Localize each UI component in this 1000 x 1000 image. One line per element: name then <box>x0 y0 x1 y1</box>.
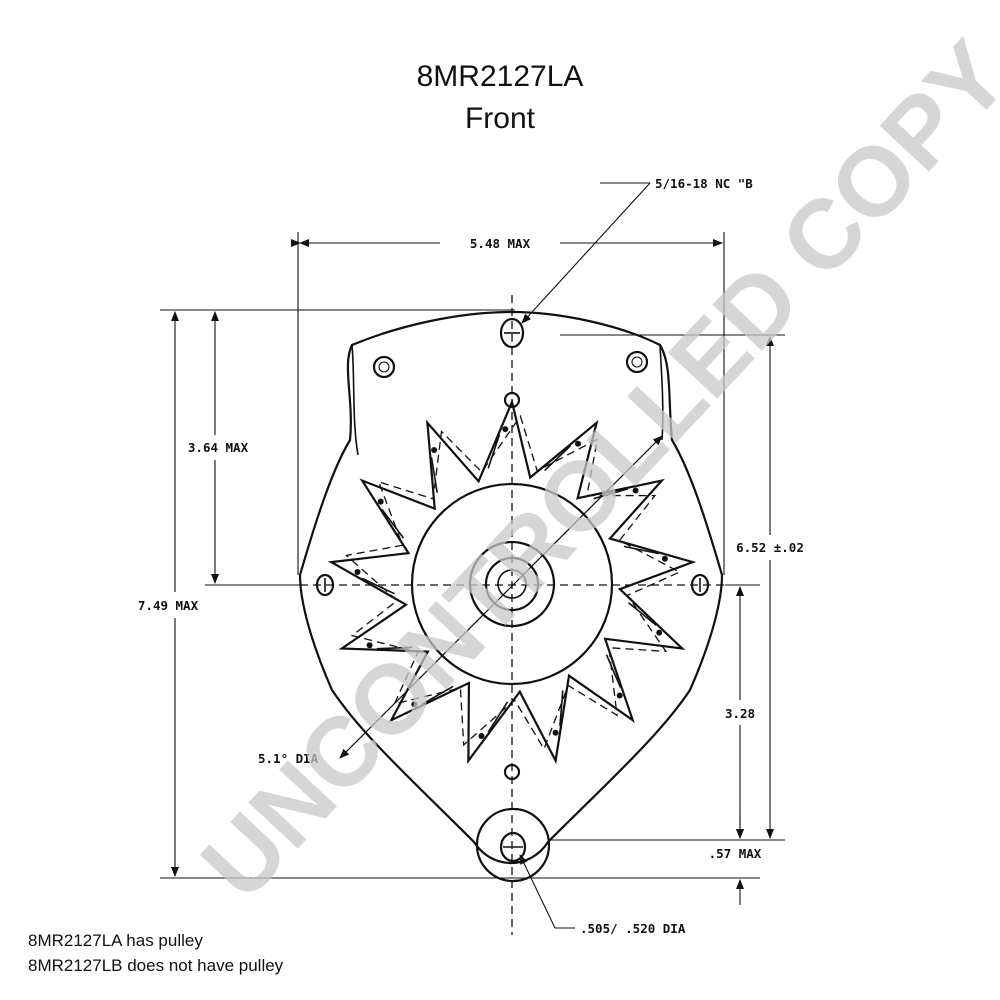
mount-hole-upper-left <box>372 355 396 379</box>
bore-dia-dimension: .505/ .520 DIA <box>580 921 686 936</box>
fan-blade-rivet <box>552 729 559 736</box>
fan-blade-rivet <box>478 733 485 739</box>
lower-height-dimension: 3.28 <box>725 706 755 721</box>
housing-outline <box>298 310 724 864</box>
overall-height-dimension: 7.49 MAX <box>138 598 199 613</box>
thread-callout: 5/16-18 NC "B <box>655 176 753 191</box>
fan-blade-slot <box>623 545 660 555</box>
fan-blade-slot <box>559 690 564 727</box>
fan-blade-rivet <box>656 629 663 636</box>
fan-blade-slot <box>487 701 509 733</box>
fan-blade-rivet <box>366 642 373 649</box>
fan-blade-rivet <box>502 426 509 433</box>
fan-blade-rivet <box>354 569 361 575</box>
fan-blade-rivet <box>575 440 581 447</box>
fan-blade-rivet <box>411 701 418 708</box>
housing-ear-line <box>351 344 359 456</box>
pivot-boss <box>475 807 551 883</box>
watermark-text: UNCONTROLLED COPY <box>180 20 1000 919</box>
fan-star-outline <box>327 398 697 765</box>
fan-blade-slot <box>361 577 395 595</box>
fan-blade-slot <box>376 646 413 650</box>
pulley-offset-dimension: .57 MAX <box>709 846 762 861</box>
fan-blade-rivet <box>661 555 668 562</box>
body-dia-dimension: 5.1° DIA <box>258 751 319 766</box>
fan-blade-slot <box>381 508 405 539</box>
width-dimension: 5.48 MAX <box>470 236 531 251</box>
fan-blade-rivet <box>377 498 384 505</box>
fan-blade-slot <box>487 434 501 469</box>
fan-blade-slot <box>430 457 438 493</box>
fan-blade-slot <box>605 654 622 688</box>
extension-lines <box>160 232 785 879</box>
leader-bore-dia <box>519 854 575 929</box>
housing-ear-line-right <box>659 344 664 441</box>
fan-star-inner-dashed <box>344 414 682 751</box>
view-title: Front <box>464 102 536 135</box>
note-pulley-la: 8MR2127LA has pulley <box>28 931 203 950</box>
upper-height-dimension: 3.64 MAX <box>188 440 249 455</box>
mount-hole-upper-right <box>625 350 649 374</box>
width-label-bg <box>442 235 558 251</box>
fan-blade-slot <box>421 685 454 705</box>
fan-blade-slot <box>627 602 657 626</box>
fan-blade-rivet <box>632 487 639 494</box>
fan-blade-rivet <box>431 447 438 453</box>
part-number-title: 8MR2127LA <box>416 60 584 93</box>
mount-span-dimension: 6.52 ±.02 <box>736 540 804 555</box>
leader-thread <box>521 182 651 324</box>
fan-blade-slot <box>593 488 629 500</box>
note-pulley-lb: 8MR2127LB does not have pulley <box>28 956 284 975</box>
fan-blades <box>327 398 697 765</box>
fan-blade-rivet <box>616 692 623 699</box>
leader-body-dia <box>339 435 663 759</box>
fan-blade-slot <box>544 445 571 472</box>
